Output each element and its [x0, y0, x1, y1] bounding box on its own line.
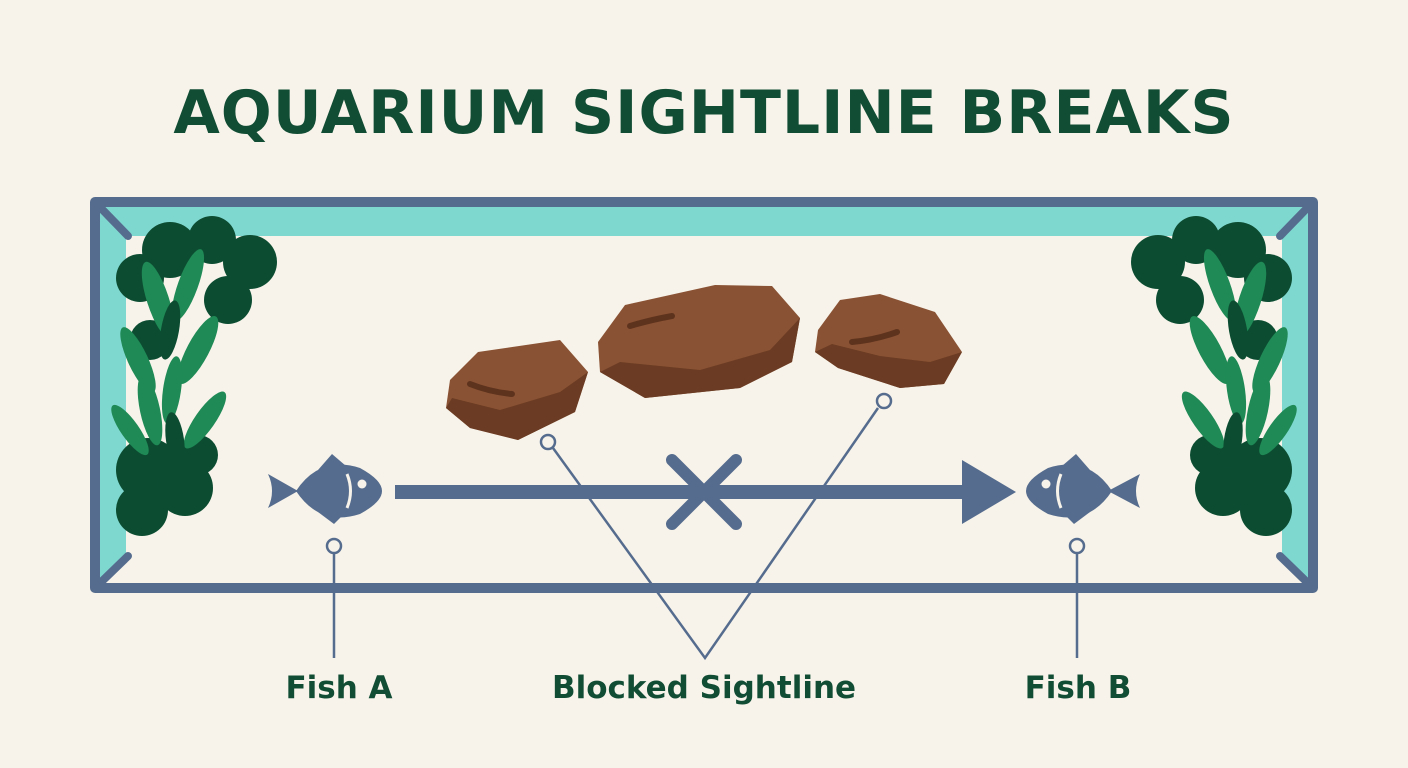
aquatic-plant-icon	[111, 216, 277, 536]
tank-left-water-edge	[95, 202, 126, 588]
rock-icon	[598, 285, 800, 398]
rock-icon	[446, 340, 588, 440]
fish-icon	[268, 454, 382, 524]
label-blocked-sightline: Blocked Sightline	[552, 670, 856, 706]
label-fish-b: Fish B	[1025, 670, 1132, 706]
tank-frame	[90, 197, 1318, 593]
label-fish-a: Fish A	[285, 670, 392, 706]
sightline-arrow	[395, 460, 1016, 524]
tank-right-water-edge	[1282, 202, 1313, 588]
tank-top-water-edge	[95, 202, 1313, 236]
diagram-title: AQUARIUM SIGHTLINE BREAKS	[173, 78, 1234, 148]
aquarium-tank	[90, 197, 1318, 593]
rock-icon	[815, 294, 962, 388]
callout-blocked	[539, 392, 893, 661]
callout-fish-b	[1068, 537, 1086, 658]
x-mark-icon	[666, 454, 742, 530]
aquatic-plant-icon	[1131, 216, 1297, 536]
fish-icon	[1026, 454, 1140, 524]
callout-fish-a	[325, 537, 343, 658]
